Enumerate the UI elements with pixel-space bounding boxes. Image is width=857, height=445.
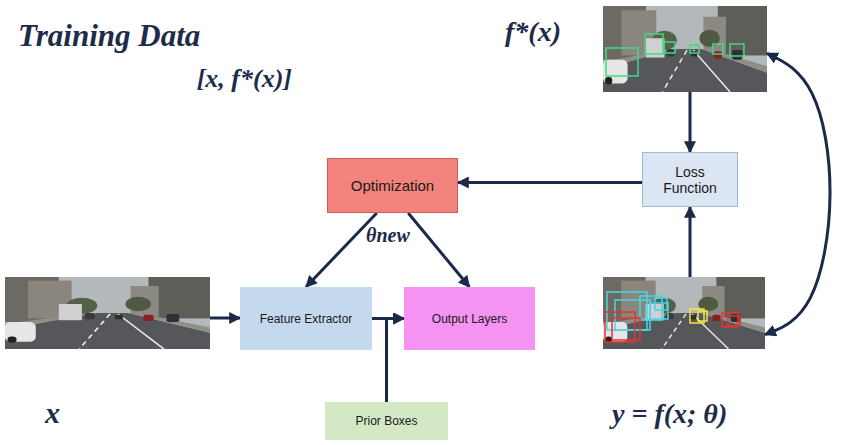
heading-label: [x, f*(x)] (197, 64, 292, 93)
node-label: x (45, 396, 60, 430)
prediction-image: y = f(x; θ) (603, 277, 765, 349)
input-image: x (5, 277, 210, 349)
prediction-image (603, 277, 765, 349)
node-label: Feature Extractor (260, 312, 353, 326)
ground-truth-image: f*(x) (603, 6, 767, 92)
flow-arrow (689, 92, 692, 152)
flow-arrow (387, 319, 405, 403)
process-box: Output Layers (404, 287, 535, 350)
flow-arrow (408, 213, 469, 287)
label-holder: θnew (366, 224, 426, 247)
loss-box: Loss Function (642, 152, 738, 207)
parameter-label: θnew (366, 224, 410, 246)
process-box: Feature Extractor (240, 287, 372, 350)
node-label: y = f(x; θ) (612, 398, 727, 430)
node-label: Output Layers (432, 312, 507, 326)
input-image (5, 277, 210, 349)
label-holder: [x, f*(x)] (130, 64, 292, 94)
node-label: Loss Function (649, 164, 731, 196)
heading-label: Training Data (18, 18, 200, 53)
prior-box: Prior Boxes (325, 402, 448, 440)
optimization-box: Optimization (327, 158, 458, 213)
ground-truth-image (603, 6, 767, 92)
flow-arrow (458, 181, 642, 184)
node-label: f*(x) (505, 16, 561, 48)
node-label: Optimization (351, 177, 434, 194)
flow-arrow (689, 207, 692, 277)
predicted-boxes (605, 292, 740, 342)
label-holder: Training Data (18, 18, 318, 54)
node-label: Prior Boxes (355, 414, 417, 428)
ground-truth-boxes (606, 34, 744, 76)
flow-arrow (210, 317, 240, 320)
flow-arrow (765, 53, 830, 334)
